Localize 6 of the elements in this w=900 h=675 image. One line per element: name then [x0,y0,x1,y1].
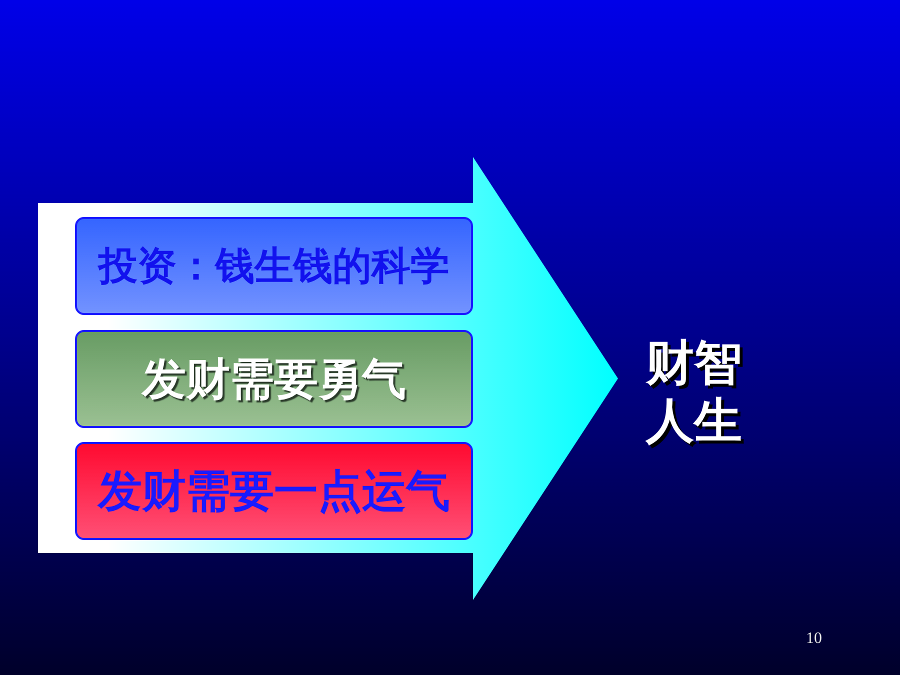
text-box: 发财需要一点运气 [75,442,473,540]
text-box: 投资：钱生钱的科学 [75,217,473,315]
page-number: 10 [806,630,823,648]
heading-text: 财智人生 [646,334,743,450]
text-box: 发财需要勇气 [75,330,473,428]
block-arrow [38,157,618,600]
